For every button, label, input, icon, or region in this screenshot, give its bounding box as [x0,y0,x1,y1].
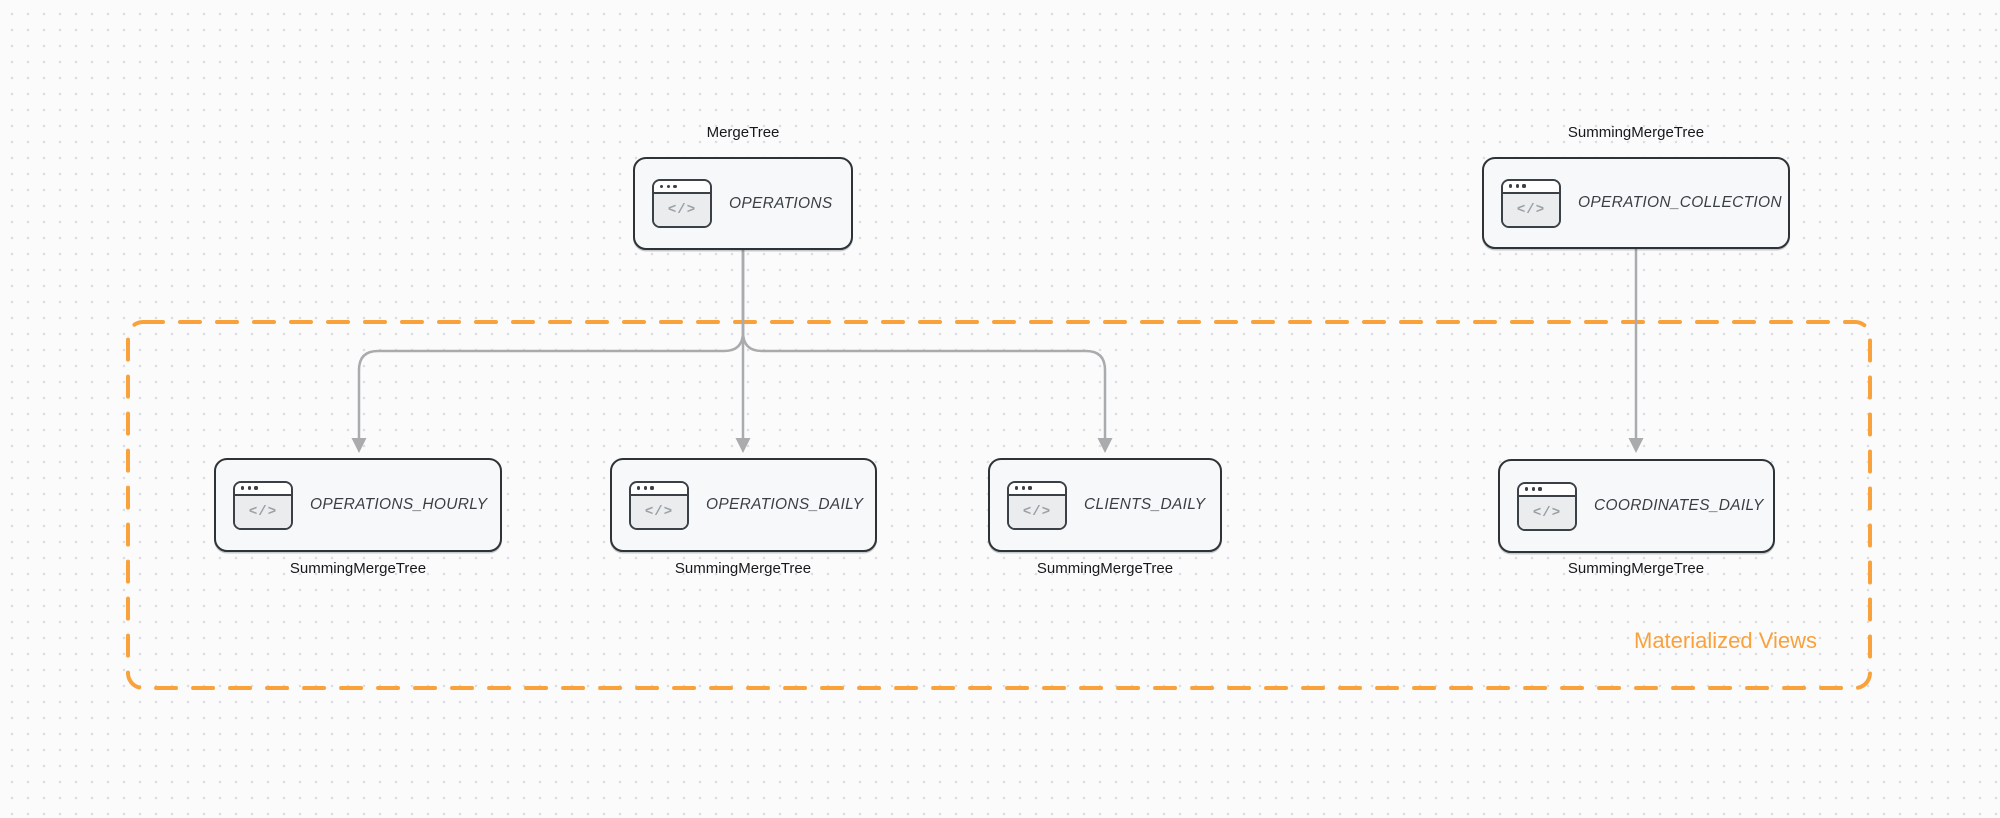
window-dot [650,486,654,490]
node-operation-collection[interactable]: </> OPERATION_COLLECTION [1482,157,1790,249]
window-titlebar [654,181,710,194]
window-dot [1515,184,1519,188]
window-dot [1028,486,1032,490]
code-window-icon: </> [652,179,712,228]
window-titlebar [1519,483,1575,497]
node-clients-daily[interactable]: </> CLIENTS_DAILY [988,458,1222,552]
node-title: OPERATIONS_HOURLY [310,496,488,513]
engine-label-operations: MergeTree [706,124,780,141]
window-dot [1531,487,1535,491]
engine-label-clients-daily: SummingMergeTree [1036,560,1174,577]
window-dot [673,184,677,189]
engine-label-coordinates-daily: SummingMergeTree [1567,560,1705,577]
edge-operations-to-clients-daily [741,250,1107,440]
code-glyph: </> [235,495,291,528]
arrowhead-operations-hourly [351,438,367,453]
node-title: OPERATIONS [729,194,833,212]
window-dot [241,486,245,490]
node-title: OPERATION_COLLECTION [1578,194,1782,211]
node-operations[interactable]: </> OPERATIONS [633,157,853,250]
edge-operations-to-operations-hourly [357,250,745,440]
code-glyph: </> [1503,193,1559,226]
code-glyph: </> [1009,495,1065,528]
window-dot [1015,486,1019,490]
window-dot [637,486,641,490]
arrowhead-operations-daily [735,438,751,453]
code-window-icon: </> [1501,178,1561,228]
node-title: CLIENTS_DAILY [1084,496,1206,513]
code-glyph: </> [654,194,710,226]
code-window-icon: </> [1517,481,1577,531]
window-dot [1522,184,1526,188]
node-operations-hourly[interactable]: </> OPERATIONS_HOURLY [214,458,502,552]
node-operations-daily[interactable]: </> OPERATIONS_DAILY [610,458,877,552]
engine-label-operations-daily: SummingMergeTree [674,560,812,577]
node-coordinates-daily[interactable]: </> COORDINATES_DAILY [1498,459,1775,553]
window-dot [1538,487,1542,491]
window-titlebar [631,482,687,496]
code-window-icon: </> [1007,480,1067,530]
arrowhead-coordinates-daily [1628,438,1644,453]
window-dot [1021,486,1025,490]
materialized-views-group-label: Materialized Views [1634,628,1818,653]
code-glyph: </> [1519,496,1575,529]
engine-label-operation-collection: SummingMergeTree [1567,124,1705,141]
window-dot [254,486,258,490]
window-dot [1525,487,1529,491]
window-titlebar [1503,180,1559,194]
window-dot [1509,184,1513,188]
code-window-icon: </> [629,480,689,530]
window-dot [247,486,251,490]
window-titlebar [235,482,291,496]
node-title: OPERATIONS_DAILY [706,496,864,513]
code-glyph: </> [631,495,687,528]
node-title: COORDINATES_DAILY [1594,497,1764,514]
code-window-icon: </> [233,480,293,530]
engine-label-operations-hourly: SummingMergeTree [289,560,427,577]
window-dot [666,184,670,189]
window-dot [643,486,647,490]
arrowhead-clients-daily [1097,438,1113,453]
window-titlebar [1009,482,1065,496]
window-dot [660,184,664,189]
